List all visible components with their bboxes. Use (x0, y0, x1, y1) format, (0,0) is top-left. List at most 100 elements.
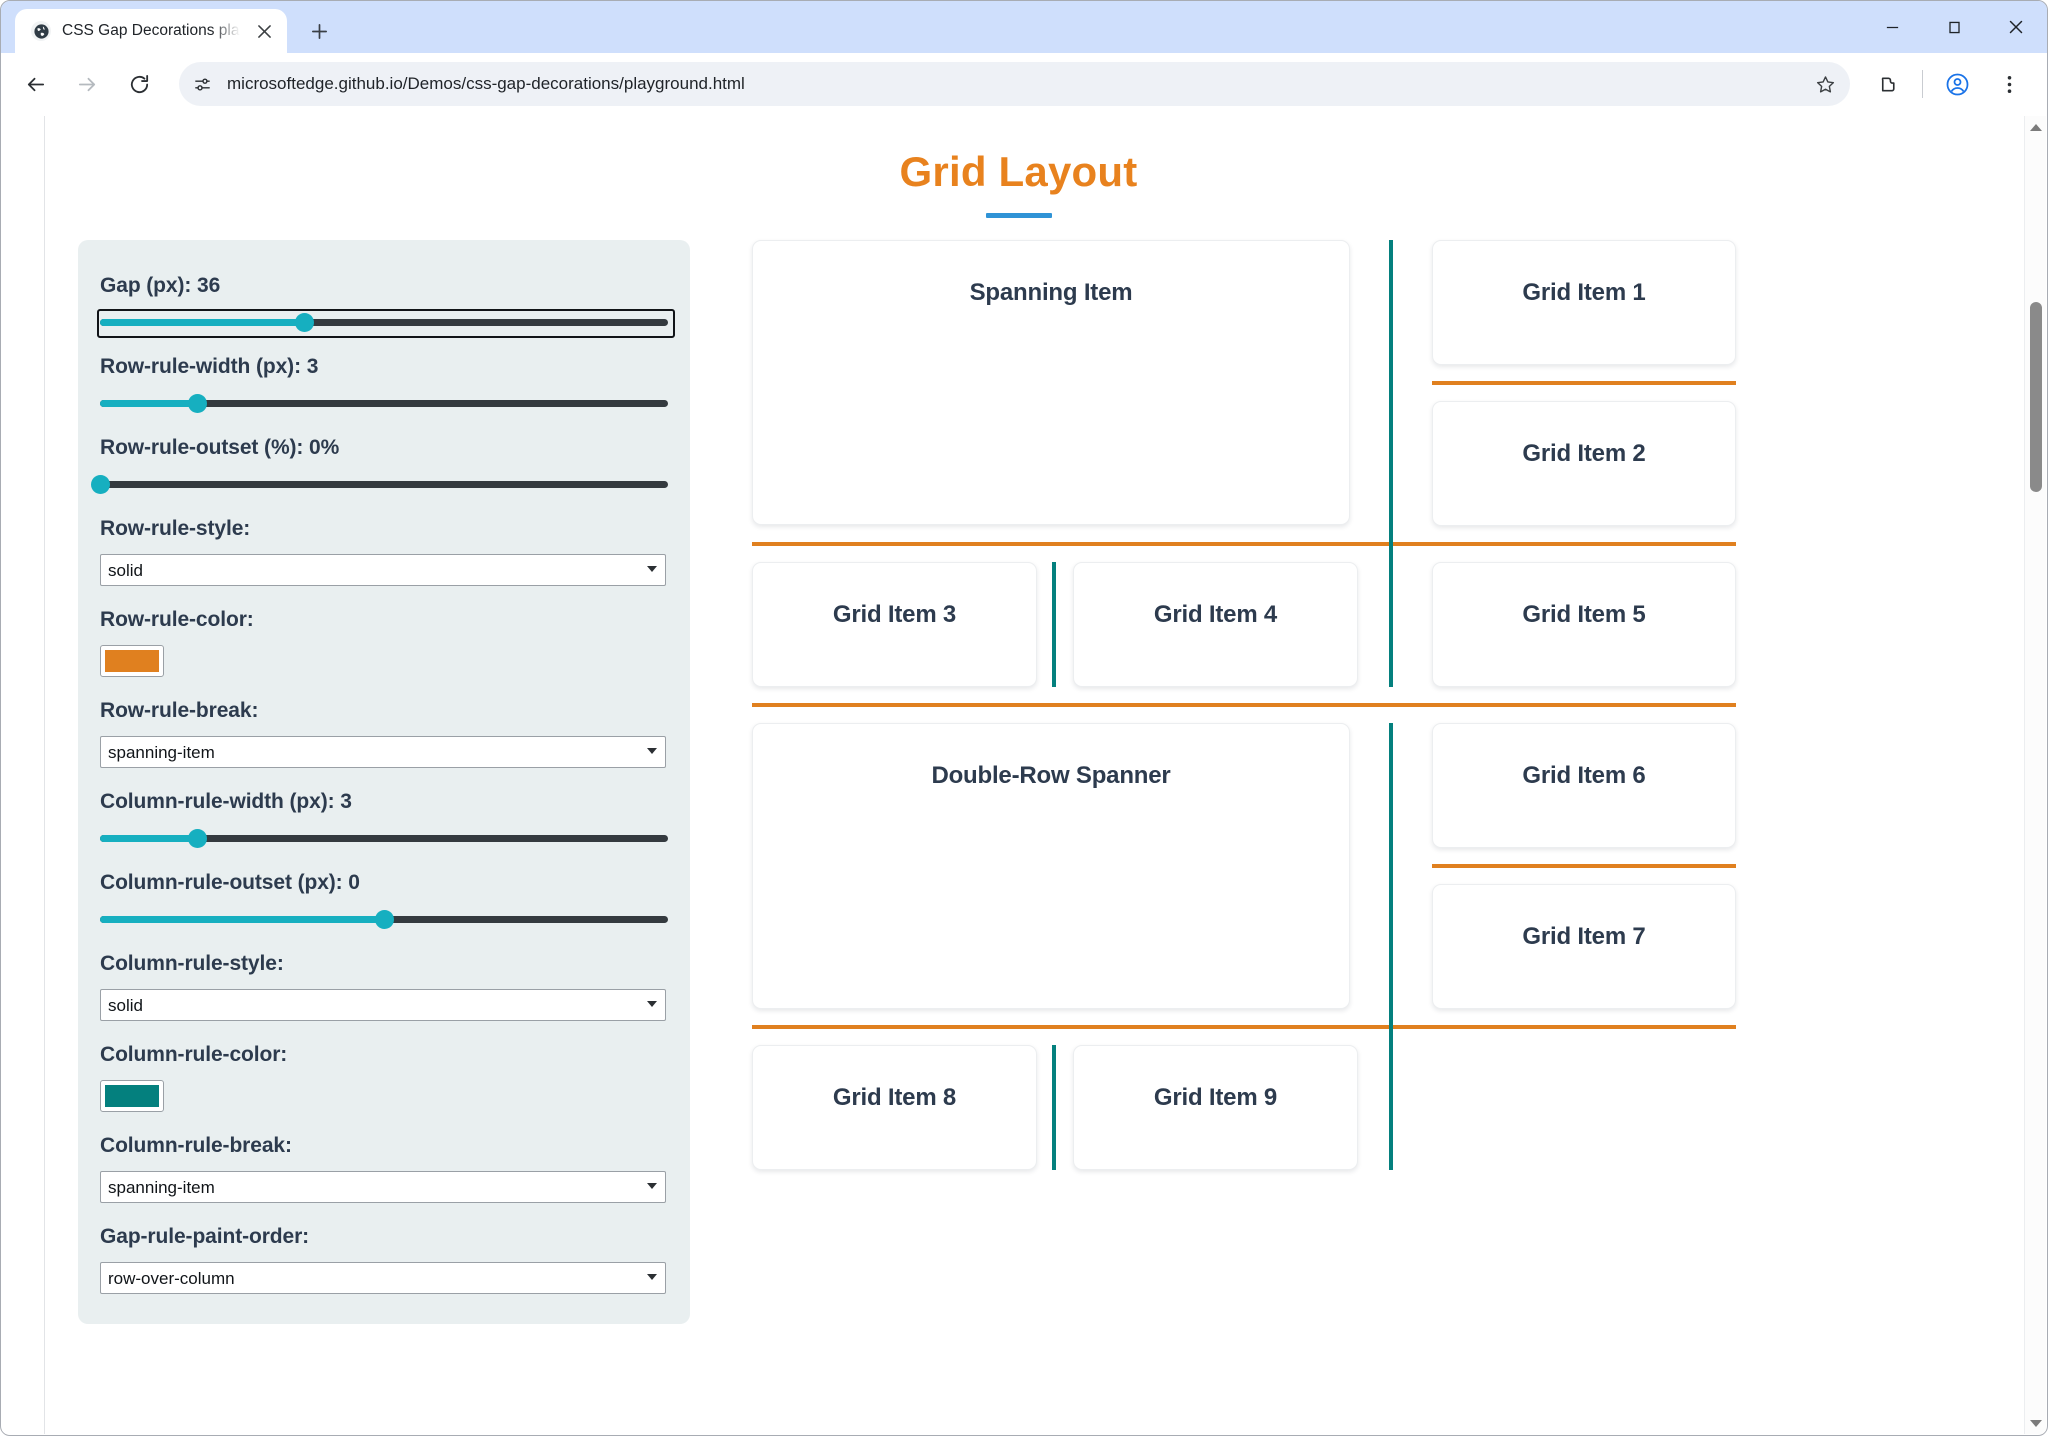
grid-item-label: Grid Item 9 (1153, 1084, 1278, 1111)
column-rule (1052, 562, 1056, 687)
slider-fill (100, 400, 197, 407)
grid-item-label: Grid Item 1 (1522, 279, 1646, 306)
grid-item-label: Grid Item 5 (1522, 601, 1646, 628)
color-picker-column-rule-color[interactable] (100, 1080, 164, 1112)
row-rule (752, 703, 1736, 707)
slider-thumb[interactable] (187, 394, 207, 413)
control-row-rule-width: Row-rule-width (px): 3 (100, 355, 668, 414)
grid-item-label: Spanning Item (969, 279, 1133, 306)
color-picker-row-rule-color[interactable] (100, 645, 164, 677)
maximize-icon[interactable] (1923, 1, 1985, 53)
url-text[interactable]: microsoftedge.github.io/Demos/css-gap-de… (227, 74, 745, 93)
slider-track (100, 400, 668, 407)
slider-fill (100, 319, 305, 326)
scrollbar-thumb[interactable] (2030, 302, 2042, 492)
grid-item-label: Grid Item 4 (1153, 601, 1278, 628)
page-title: Grid Layout (899, 148, 1138, 195)
grid-item: Grid Item 3 (752, 562, 1037, 687)
three-dot-menu-icon[interactable] (1985, 60, 2033, 108)
column-rule (1052, 1045, 1056, 1170)
control-column-rule-style: Column-rule-style: nonesoliddasheddottedd… (100, 952, 666, 1021)
grid-item-label: Grid Item 8 (832, 1084, 957, 1111)
control-column-rule-outset: Column-rule-outset (px): 0 (100, 871, 668, 930)
window-controls (1861, 1, 2047, 53)
tab-title: CSS Gap Decorations playground (62, 22, 240, 39)
select-column-rule-break[interactable]: nonespanning-itemintersection (100, 1171, 666, 1203)
grid-item: Grid Item 5 (1432, 562, 1736, 687)
slider-column-rule-outset[interactable] (100, 908, 668, 930)
grid-item: Grid Item 8 (752, 1045, 1037, 1170)
title-underline (985, 213, 1052, 218)
slider-row-rule-outset[interactable] (91, 473, 668, 495)
control-label-row-rule-color: Row-rule-color: (100, 608, 254, 631)
select-row-rule-break[interactable]: nonespanning-itemintersection (100, 736, 666, 768)
select-column-rule-style[interactable]: nonesoliddasheddotteddoublegrooveridgein… (100, 989, 666, 1021)
grid-item: Grid Item 7 (1432, 884, 1736, 1009)
control-gap-rule-paint-order: Gap-rule-paint-order: row-over-columncolu… (100, 1225, 666, 1294)
browser-tab[interactable]: CSS Gap Decorations playground (15, 9, 287, 53)
slider-thumb[interactable] (91, 475, 110, 494)
scroll-down-arrow-icon[interactable] (2025, 1412, 2047, 1434)
grid-item: Grid Item 2 (1432, 401, 1736, 526)
control-label-column-rule-width: Column-rule-width (px): 3 (100, 790, 352, 813)
grid-item-label: Grid Item 3 (832, 601, 957, 628)
site-settings-icon[interactable] (185, 67, 219, 101)
grid-item: Grid Item 6 (1432, 723, 1736, 848)
plus-icon[interactable] (301, 13, 337, 49)
slider-thumb[interactable] (375, 910, 394, 929)
extensions-icon[interactable] (1864, 60, 1912, 108)
navigation-toolbar: microsoftedge.github.io/Demos/css-gap-de… (1, 53, 2047, 115)
vertical-scrollbar[interactable] (2024, 116, 2046, 1434)
select-wrap-column-rule-style: nonesoliddasheddotteddoublegrooveridgein… (100, 989, 666, 1021)
select-wrap-row-rule-break: nonespanning-itemintersection (100, 736, 666, 768)
star-icon[interactable] (1806, 65, 1844, 103)
color-swatch-fill (105, 1085, 159, 1107)
slider-thumb[interactable] (295, 313, 315, 332)
scroll-up-arrow-icon[interactable] (2025, 116, 2047, 138)
minimize-icon[interactable] (1861, 1, 1923, 53)
grid-item: Grid Item 1 (1432, 240, 1736, 365)
control-label-row-rule-width: Row-rule-width (px): 3 (100, 355, 319, 378)
select-row-rule-style[interactable]: nonesoliddasheddotteddoublegrooveridgein… (100, 554, 666, 586)
control-gap: Gap (px): 36 (97, 274, 675, 338)
slider-gap[interactable] (97, 309, 675, 338)
select-wrap-column-rule-break: nonespanning-itemintersection (100, 1171, 666, 1203)
slider-column-rule-width[interactable] (100, 827, 668, 849)
browser-content: Grid Layout Gap (px): 36 Row-rule-width (… (2, 116, 2046, 1434)
select-wrap-gap-rule-paint-order: row-over-columncolumn-over-row (100, 1262, 666, 1294)
control-column-rule-color: Column-rule-color: (100, 1043, 662, 1112)
control-label-row-rule-style: Row-rule-style: (100, 517, 251, 540)
control-label-row-rule-outset: Row-rule-outset (%): 0% (100, 436, 340, 459)
slider-row-rule-width[interactable] (100, 392, 668, 414)
control-label-gap-rule-paint-order: Gap-rule-paint-order: (100, 1225, 310, 1248)
grid-item: Grid Item 4 (1073, 562, 1358, 687)
reload-icon[interactable] (115, 60, 163, 108)
control-row-rule-break: Row-rule-break:nonespanning-itemintersec… (100, 699, 666, 768)
window-close-icon[interactable] (1985, 1, 2047, 53)
back-arrow-icon[interactable] (11, 60, 59, 108)
grid-item-label: Grid Item 6 (1522, 762, 1646, 789)
row-rule (1432, 381, 1736, 385)
forward-arrow-icon (63, 60, 111, 108)
profile-avatar-icon[interactable] (1933, 60, 1981, 108)
tab-strip: CSS Gap Decorations playground (1, 1, 2047, 53)
column-rule (1389, 723, 1393, 1170)
control-label-column-rule-style: Column-rule-style: (100, 952, 284, 975)
playground-layout: Gap (px): 36 Row-rule-width (px): 3 Row-ru… (45, 240, 1992, 1360)
select-gap-rule-paint-order[interactable]: row-over-columncolumn-over-row (100, 1262, 666, 1294)
column-rule (1389, 240, 1393, 687)
close-icon[interactable] (251, 18, 277, 44)
slider-track (100, 835, 668, 842)
control-column-rule-width: Column-rule-width (px): 3 (100, 790, 668, 849)
slider-track (100, 481, 668, 488)
address-bar[interactable]: microsoftedge.github.io/Demos/css-gap-de… (179, 62, 1850, 106)
select-wrap-row-rule-style: nonesoliddasheddotteddoublegrooveridgein… (100, 554, 666, 586)
slider-track (100, 319, 668, 326)
slider-thumb[interactable] (187, 829, 207, 848)
row-rule (1432, 864, 1736, 868)
toolbar-divider (1922, 70, 1923, 98)
web-page: Grid Layout Gap (px): 36 Row-rule-width (… (2, 116, 2024, 1434)
control-row-rule-outset: Row-rule-outset (%): 0% (91, 436, 668, 495)
row-rule (752, 542, 1736, 546)
